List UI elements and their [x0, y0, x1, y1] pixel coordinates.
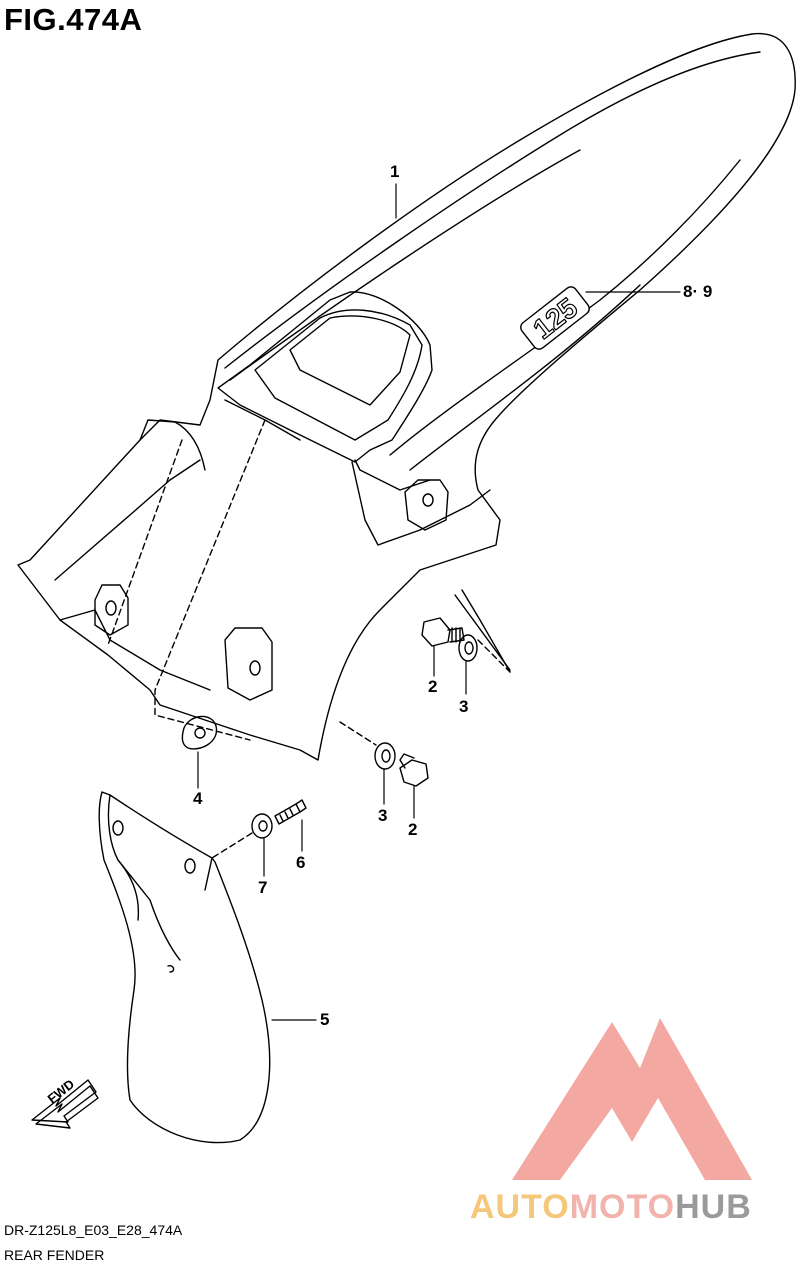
watermark-wordmark: AUTOMOTOHUB: [470, 1188, 752, 1227]
callout-part-2-upper: 2: [428, 677, 438, 696]
watermark-moto: MOTO: [569, 1188, 676, 1226]
screw-icon: [274, 799, 307, 825]
washer-icon-small: [211, 813, 273, 859]
forward-arrow-icon: FWD: [31, 1076, 99, 1129]
callout-part-6: 6: [296, 853, 306, 872]
leader-lines: [197, 183, 681, 1021]
grommet-icon: [181, 715, 218, 750]
washer-icon-lower: [339, 721, 396, 770]
callout-part-3-upper: 3: [459, 697, 469, 716]
model-decal: 125: [520, 286, 590, 350]
bolt-icon-lower: [399, 753, 429, 787]
bolt-icon-upper: [421, 617, 465, 647]
diagram-code: DR-Z125L8_E03_E28_474A: [4, 1222, 183, 1238]
callout-part-2-lower: 2: [408, 820, 418, 839]
callout-part-1: 1: [390, 162, 400, 181]
rear-fender-body: [17, 32, 796, 761]
callout-part-5: 5: [320, 1010, 330, 1029]
watermark-hub: HUB: [675, 1188, 752, 1226]
callout-part-3-lower: 3: [378, 806, 388, 825]
watermark-auto: AUTO: [470, 1188, 570, 1226]
callout-part-8-9: 8· 9: [683, 282, 713, 301]
washer-icon-upper: [458, 634, 511, 673]
watermark-logo-icon: [512, 1018, 752, 1180]
callout-part-4: 4: [193, 789, 203, 808]
callout-part-7: 7: [258, 878, 268, 897]
figure-title: FIG.474A: [4, 2, 143, 37]
diagram-caption: REAR FENDER: [4, 1247, 105, 1263]
mud-flap: [98, 791, 271, 1144]
